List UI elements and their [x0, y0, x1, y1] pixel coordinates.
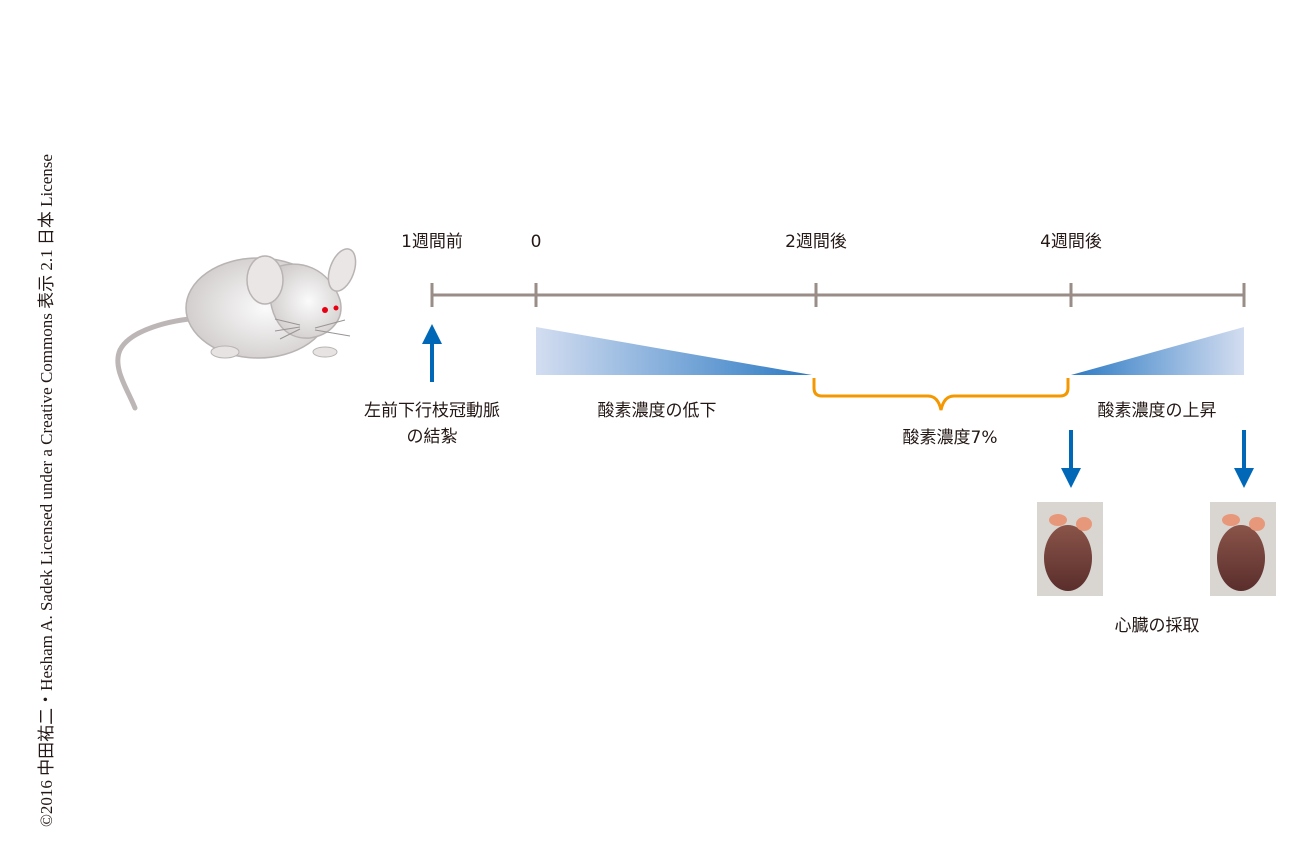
tick-label-0: 0: [531, 232, 542, 252]
ligation-label-line2: の結紮: [407, 427, 458, 447]
heart-photo: [1210, 502, 1276, 596]
copyright-credit: ©2016 中田祐二・Hesham A. Sadek Licensed unde…: [37, 154, 56, 827]
mouse-illustration: [115, 248, 357, 411]
tick-label-1-week-before: 1週間前: [401, 232, 463, 252]
arrow-down-icon: [1061, 430, 1081, 488]
ligation-label-line1: 左前下行枝冠動脈: [364, 401, 500, 421]
heart-harvest-label: 心臓の採取: [1115, 616, 1200, 636]
oxygen-decrease-label: 酸素濃度の低下: [598, 401, 717, 421]
oxygen-increase-label: 酸素濃度の上昇: [1098, 401, 1217, 421]
heart-photo: [1037, 502, 1103, 596]
tick-label-2-weeks-after: 2週間後: [785, 232, 847, 252]
brace-icon: [812, 378, 1070, 411]
oxygen-increase-wedge: [1071, 327, 1244, 375]
tick-label-4-weeks-after: 4週間後: [1040, 232, 1102, 252]
timeline-axis: [430, 283, 1246, 307]
arrow-up-icon: [422, 324, 442, 382]
oxygen-7-percent-label: 酸素濃度7%: [903, 428, 998, 448]
oxygen-decrease-wedge: [536, 327, 812, 375]
arrow-down-icon: [1234, 430, 1254, 488]
